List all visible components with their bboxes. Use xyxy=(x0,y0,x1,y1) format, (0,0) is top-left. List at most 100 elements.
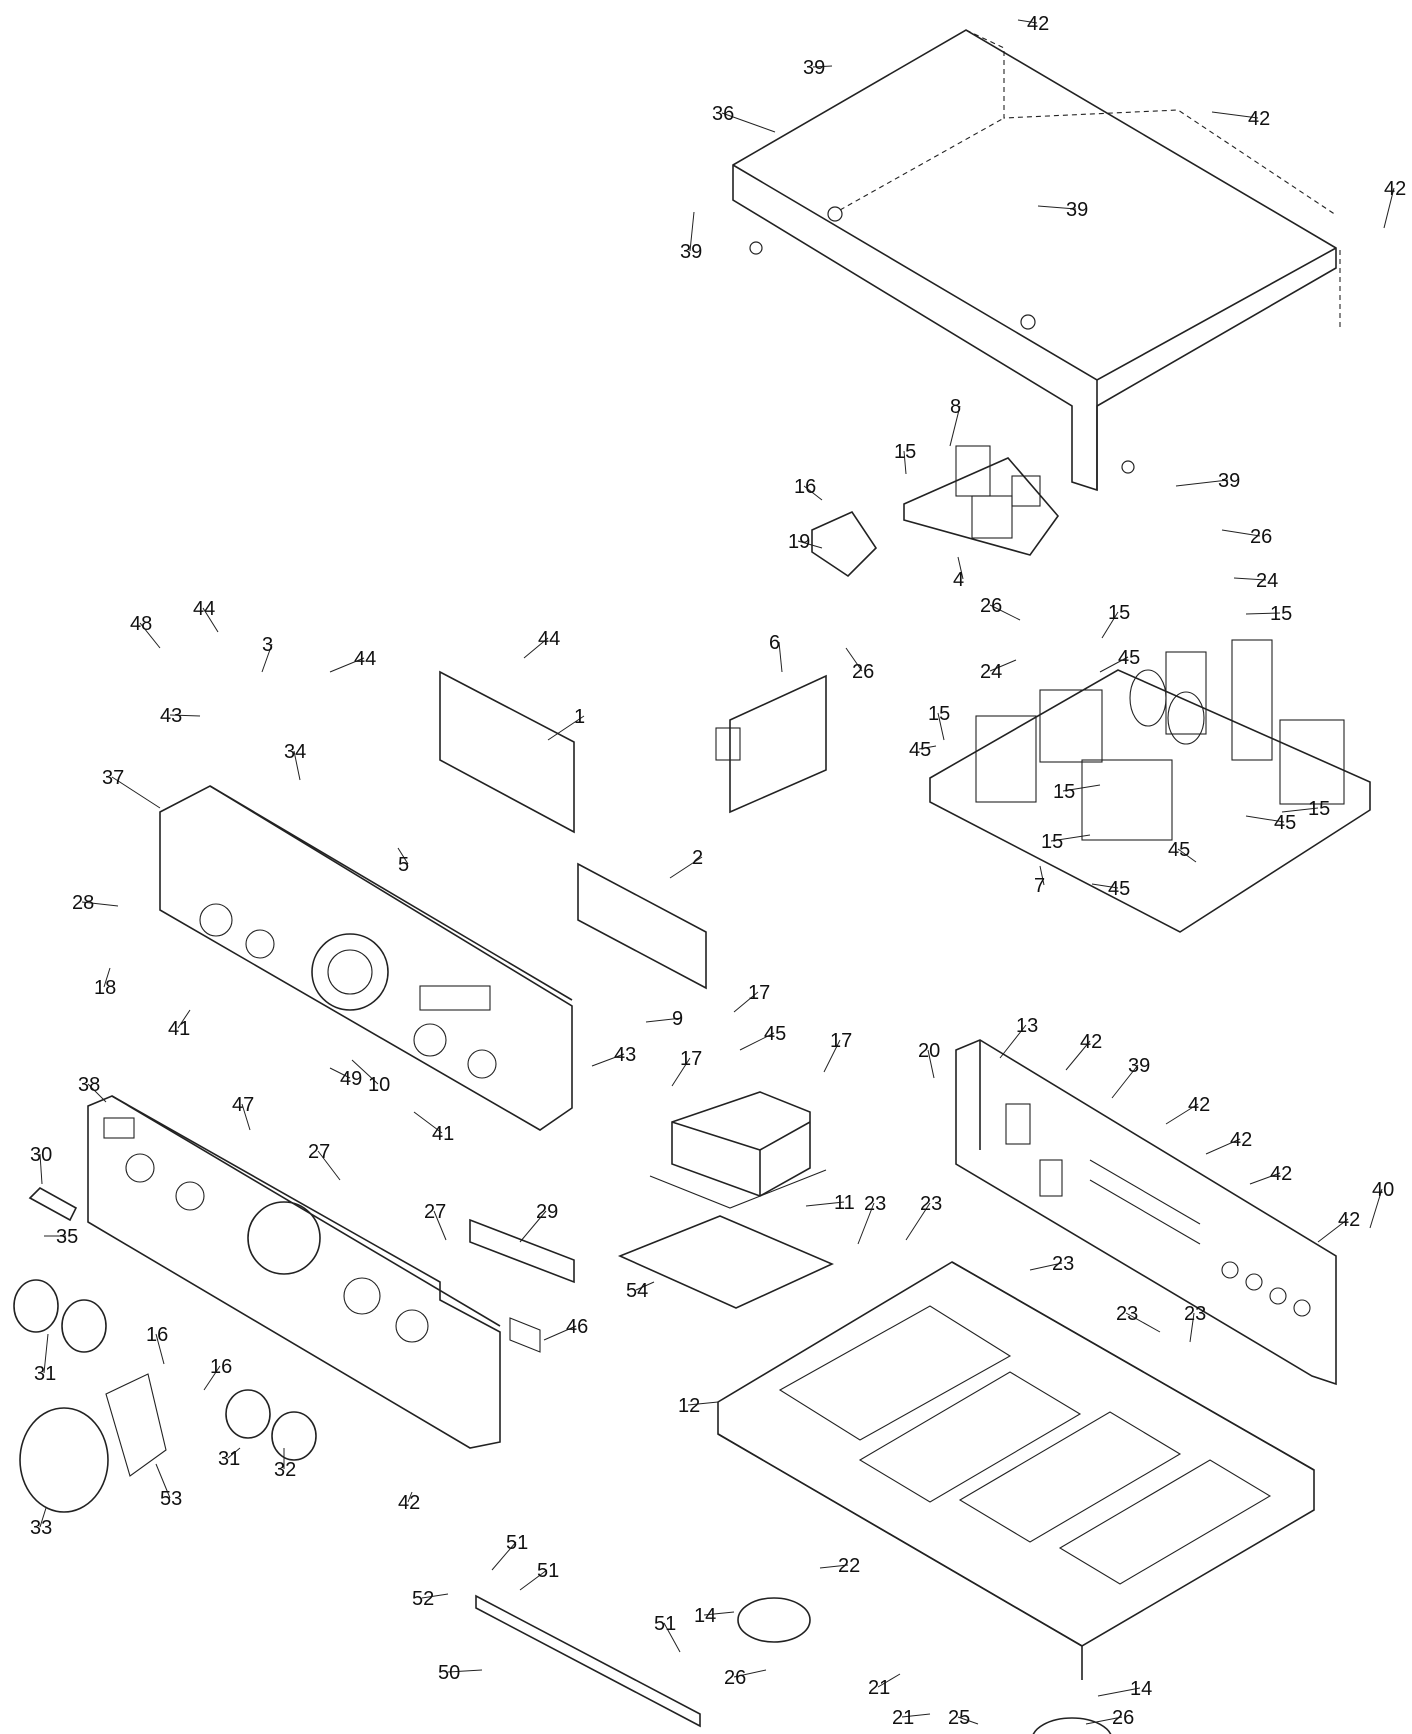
leader-l49 xyxy=(329,1067,351,1079)
leader-l41a xyxy=(177,1009,191,1029)
leader-l23b xyxy=(905,1202,931,1241)
leader-l47 xyxy=(241,1103,251,1131)
callout-l42f: 42 xyxy=(1230,1129,1252,1151)
callout-l14a: 14 xyxy=(694,1605,716,1627)
chassis xyxy=(717,1261,1315,1680)
callout-l39b: 39 xyxy=(680,241,702,263)
callout-l6: 6 xyxy=(769,632,780,654)
leader-l15g xyxy=(1050,834,1091,842)
leader-l25 xyxy=(957,1716,979,1725)
front-subframe xyxy=(159,785,573,1131)
callout-l14b: 14 xyxy=(1130,1678,1152,1700)
leader-l45f xyxy=(739,1032,775,1051)
callout-l33: 33 xyxy=(30,1517,52,1539)
callout-l19: 19 xyxy=(788,531,810,553)
leader-l40 xyxy=(1369,1188,1383,1229)
leader-l51b xyxy=(519,1569,548,1591)
callout-l31a: 31 xyxy=(34,1363,56,1385)
callout-l48: 48 xyxy=(130,613,152,635)
callout-l4: 4 xyxy=(953,569,964,591)
leader-l26c xyxy=(989,604,1021,621)
leader-l17a xyxy=(733,991,759,1013)
callout-l29: 29 xyxy=(536,1201,558,1223)
callout-l39d: 39 xyxy=(1218,470,1240,492)
callout-l15b: 15 xyxy=(1108,602,1130,624)
leader-l34 xyxy=(293,750,301,781)
leader-l39b xyxy=(689,211,695,252)
leader-l45d xyxy=(1177,848,1197,863)
callout-l10: 10 xyxy=(368,1074,390,1096)
callout-l42i: 42 xyxy=(398,1492,420,1514)
callout-leaders xyxy=(39,19,1395,1725)
callout-l24b: 24 xyxy=(980,661,1002,683)
callout-l15a: 15 xyxy=(894,441,916,463)
callout-l26b: 26 xyxy=(852,661,874,683)
callout-l31b: 31 xyxy=(218,1448,240,1470)
leader-l15e xyxy=(1062,784,1101,792)
callout-l2: 2 xyxy=(692,847,703,869)
callout-l51a: 51 xyxy=(506,1532,528,1554)
leader-l51c xyxy=(663,1622,681,1653)
leader-l31a xyxy=(43,1333,49,1374)
leader-l45c xyxy=(1245,815,1285,823)
callout-l35: 35 xyxy=(56,1226,78,1248)
callout-l24a: 24 xyxy=(1256,570,1278,592)
callout-l50: 50 xyxy=(438,1662,460,1684)
leader-l1 xyxy=(547,715,585,741)
callout-l45f: 45 xyxy=(764,1023,786,1045)
leader-l14b xyxy=(1097,1687,1141,1697)
callout-l21a: 21 xyxy=(868,1677,890,1699)
callout-l17c: 17 xyxy=(680,1048,702,1070)
callout-l22: 22 xyxy=(838,1555,860,1577)
callout-l42g: 42 xyxy=(1270,1163,1292,1185)
leader-l21a xyxy=(877,1673,901,1688)
leader-l50 xyxy=(447,1669,483,1673)
callout-l5: 5 xyxy=(398,854,409,876)
leader-l43a xyxy=(169,714,201,717)
leader-l11 xyxy=(805,1201,845,1207)
callout-l44b: 44 xyxy=(193,598,215,620)
leader-l27a xyxy=(317,1150,341,1181)
leader-l2 xyxy=(669,856,703,879)
leader-l39d xyxy=(1175,479,1229,487)
callout-l51c: 51 xyxy=(654,1613,676,1635)
callout-l17a: 17 xyxy=(748,982,770,1004)
rear-panel xyxy=(955,1039,1337,1386)
leader-l26b xyxy=(845,647,863,672)
leader-l53 xyxy=(155,1463,171,1499)
leader-l23d xyxy=(1125,1312,1161,1333)
callout-l23c: 23 xyxy=(1052,1253,1074,1275)
leader-l29 xyxy=(519,1210,547,1243)
callout-l9: 9 xyxy=(672,1008,683,1030)
callout-l46: 46 xyxy=(566,1316,588,1338)
callout-l42c: 42 xyxy=(1384,178,1406,200)
callout-l47: 47 xyxy=(232,1094,254,1116)
leader-l45a xyxy=(1099,656,1129,673)
callout-labels: 3639424242393939815161942624262624154515… xyxy=(30,13,1406,1729)
leader-l12 xyxy=(687,1401,719,1406)
callout-l21b: 21 xyxy=(892,1707,914,1729)
leader-l43b xyxy=(591,1053,625,1067)
callout-l23a: 23 xyxy=(864,1193,886,1215)
trim-parts xyxy=(28,1187,575,1353)
callout-l7: 7 xyxy=(1034,875,1045,897)
callout-l27b: 27 xyxy=(424,1201,446,1223)
callout-l51b: 51 xyxy=(537,1560,559,1582)
leader-l42b xyxy=(1211,111,1259,119)
leader-l42c xyxy=(1383,187,1395,229)
leader-l45e xyxy=(1091,883,1119,889)
callout-l28: 28 xyxy=(72,892,94,914)
callout-l3: 3 xyxy=(262,634,273,656)
leader-l39c xyxy=(1037,205,1077,210)
leader-l41b xyxy=(413,1111,443,1134)
callout-l15g: 15 xyxy=(1041,831,1063,853)
leader-l16b xyxy=(155,1333,165,1365)
callout-l39e: 39 xyxy=(1128,1055,1150,1077)
leader-l38 xyxy=(87,1083,107,1103)
callout-l42e: 42 xyxy=(1188,1094,1210,1116)
callout-l43b: 43 xyxy=(614,1044,636,1066)
callout-l39a: 39 xyxy=(803,57,825,79)
leader-l24b xyxy=(989,659,1017,672)
callout-l53: 53 xyxy=(160,1488,182,1510)
